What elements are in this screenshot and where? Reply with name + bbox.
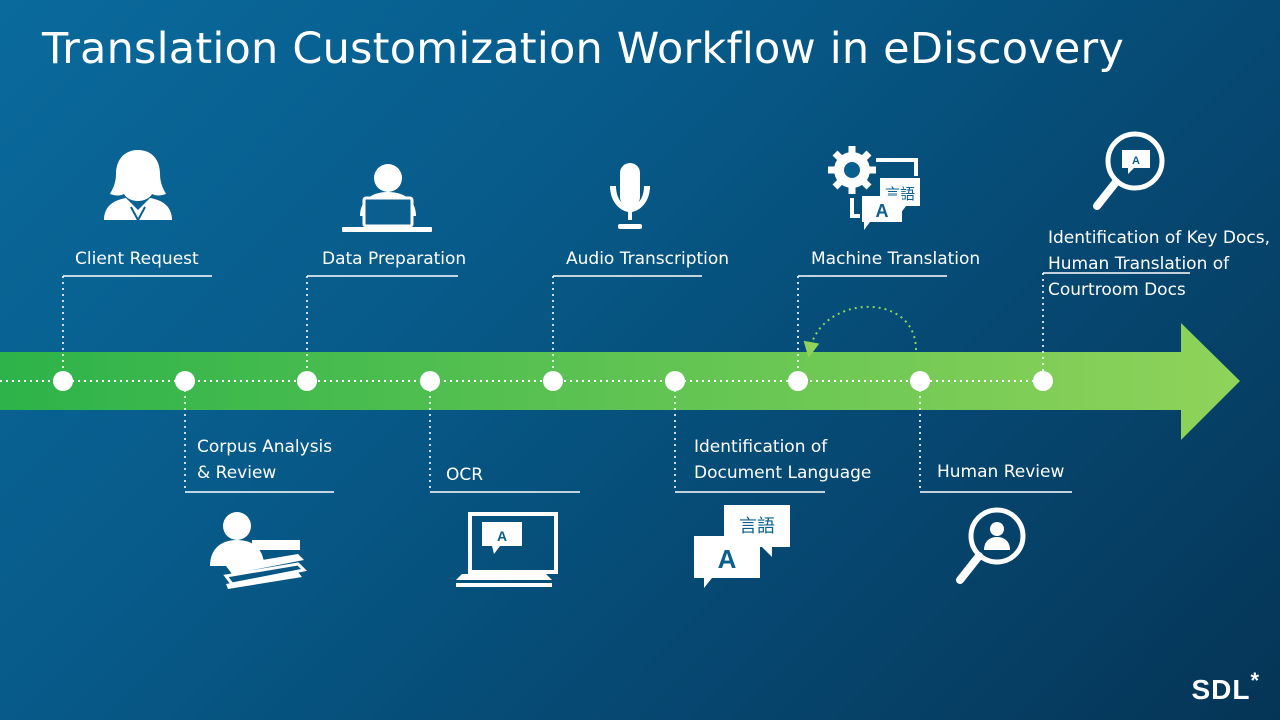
- step-node: [910, 371, 930, 391]
- client-person-icon: [104, 150, 172, 223]
- logo-text: SDL: [1191, 674, 1251, 705]
- step-label-ocr: OCR: [446, 465, 484, 485]
- language-bubbles-icon: 言語 A: [694, 505, 790, 588]
- connectors: [62, 272, 1190, 493]
- step-node: [665, 371, 685, 391]
- step-label-data-preparation: Data Preparation: [322, 249, 467, 269]
- svg-text:A: A: [876, 201, 889, 221]
- step-node: [175, 371, 195, 391]
- feedback-loop-arrow: [803, 305, 917, 358]
- svg-text:A: A: [718, 544, 737, 574]
- step-node: [543, 371, 563, 391]
- step-node: [53, 371, 73, 391]
- svg-text:言語: 言語: [739, 516, 775, 537]
- step-nodes: [53, 371, 1053, 391]
- svg-text:A: A: [1132, 155, 1140, 167]
- step-label-corpus-analysis: Corpus Analysis & Review: [197, 434, 332, 486]
- sdl-logo: SDL*: [1191, 668, 1260, 706]
- microphone-icon: [610, 163, 650, 229]
- label-line: Corpus Analysis: [197, 437, 333, 457]
- step-node: [788, 371, 808, 391]
- step-label-client-request: Client Request: [75, 249, 199, 269]
- magnifier-person-icon: [956, 507, 1026, 584]
- gear-translation-icon: 言語 A: [828, 146, 920, 230]
- people-books-icon: [210, 512, 308, 589]
- step-label-human-review: Human Review: [937, 462, 1065, 482]
- label-line: Courtroom Docs: [1048, 280, 1186, 300]
- person-laptop-icon: [342, 164, 432, 232]
- label-line: Document Language: [694, 463, 872, 483]
- step-label-audio-transcription: Audio Transcription: [566, 249, 730, 269]
- label-line: Identification of Key Docs,: [1048, 228, 1270, 248]
- computer-ocr-icon: A: [456, 512, 558, 587]
- step-node: [420, 371, 440, 391]
- label-line: Identification of: [694, 437, 828, 457]
- step-node: [1033, 371, 1053, 391]
- step-label-machine-translation: Machine Translation: [811, 249, 981, 269]
- step-label-identification-document-language: Identification of Document Language: [694, 434, 871, 486]
- label-line: & Review: [197, 463, 277, 483]
- step-label-key-docs: Identification of Key Docs, Human Transl…: [1048, 225, 1270, 303]
- magnifier-document-icon: A: [1093, 131, 1165, 210]
- label-line: Human Translation of: [1048, 254, 1230, 274]
- step-node: [297, 371, 317, 391]
- page-title: Translation Customization Workflow in eD…: [42, 24, 1125, 74]
- logo-star: *: [1250, 668, 1260, 693]
- svg-text:A: A: [497, 528, 507, 544]
